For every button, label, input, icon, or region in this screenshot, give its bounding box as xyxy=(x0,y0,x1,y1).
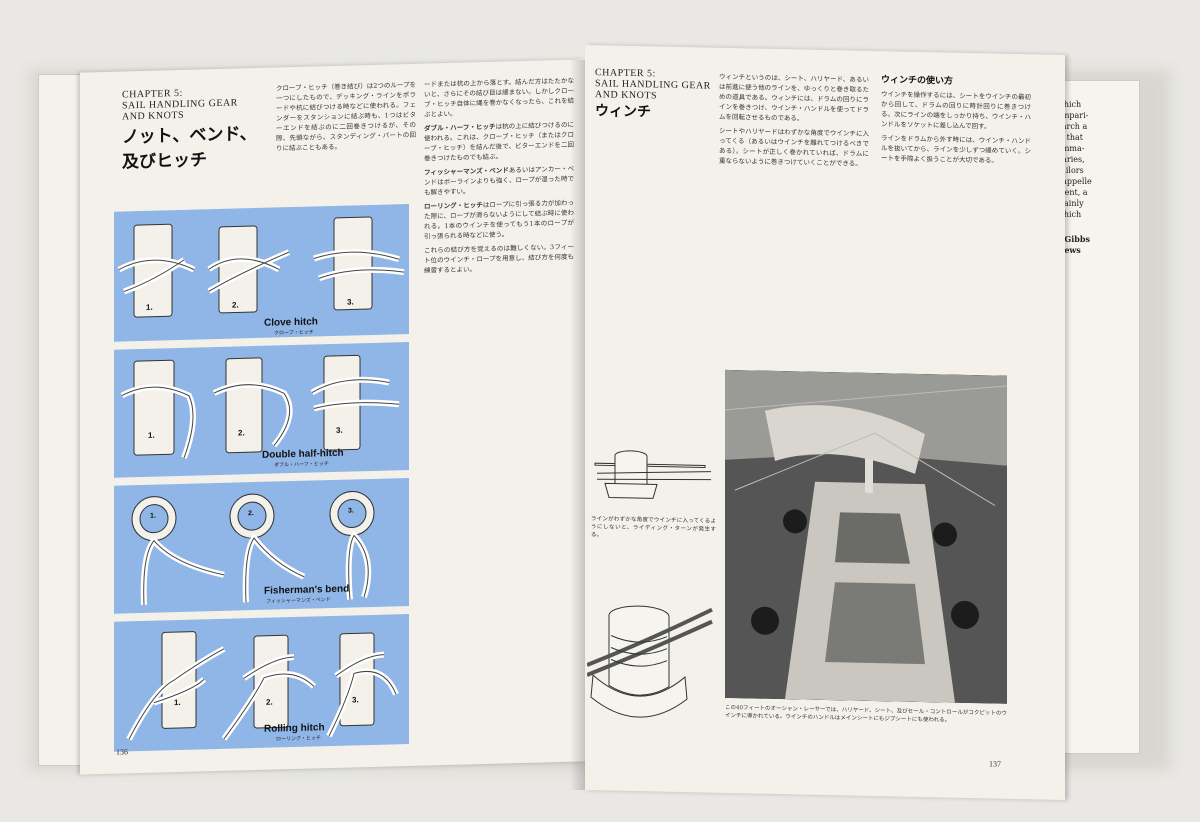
step-label-3: 3. xyxy=(336,425,343,435)
section-heading: ウィンチの使い方 xyxy=(881,75,954,87)
knot-caption-jp: ダブル・ハーフ・ヒッチ xyxy=(274,461,329,469)
step-label-3: 3. xyxy=(352,695,359,705)
underlying-book-text: which ompari- earch a & that omma- ilari… xyxy=(1057,100,1092,255)
step-label-1: 1. xyxy=(148,430,155,440)
body-column-1: クローブ・ヒッチ（巻き結び）は2つのループを一つにしたもので、デッキング・ライン… xyxy=(276,80,416,153)
winch-diagram xyxy=(587,450,713,718)
knot-panel-clove-hitch: 1. 2. 3. Clove hitch クローブ・ヒッチ xyxy=(114,203,409,342)
rolling-hitch-illustration xyxy=(126,631,399,741)
page-title: ノット、ベンド、及びヒッチ xyxy=(122,123,257,173)
step-label-2: 2. xyxy=(232,300,239,310)
knot-panel-rolling-hitch: 1. 2. 3. Rolling hitch ローリング・ヒッチ xyxy=(114,613,409,752)
step-label-3: 3. xyxy=(347,297,354,307)
knot-caption-jp: ローリング・ヒッチ xyxy=(276,735,322,743)
chapter-heading: CHAPTER 5: SAIL HANDLING GEAR AND KNOTS … xyxy=(595,67,715,123)
right-page: CHAPTER 5: SAIL HANDLING GEAR AND KNOTS … xyxy=(585,44,1065,801)
step-label-1: 1. xyxy=(174,697,181,708)
knot-caption: Double half-hitch xyxy=(262,447,344,461)
body-column-2: ードまたは杭の上から落とす。結んだ方はたたかないと、さらにその結び目は緩まない。… xyxy=(424,76,575,275)
step-label-2: 2. xyxy=(248,510,254,518)
page-number-left: 136 xyxy=(116,747,128,757)
cockpit-photo xyxy=(725,369,1007,704)
knot-panel-fishermans-bend: 1. 2. 3. Fisherman's bend フィッシャーマンズ・ベンド xyxy=(114,477,409,614)
knot-caption: Clove hitch xyxy=(264,316,318,329)
clove-hitch-illustration xyxy=(117,216,405,318)
double-half-hitch-illustration xyxy=(120,354,400,459)
page-title: ウィンチ xyxy=(595,103,651,121)
chapter-heading: CHAPTER 5: SAIL HANDLING GEAR AND KNOTS … xyxy=(122,86,272,173)
step-label-1: 1. xyxy=(146,302,153,312)
underlying-book-right: which ompari- earch a & that omma- ilari… xyxy=(1050,80,1140,754)
step-label-2: 2. xyxy=(266,697,273,707)
step-label-2: 2. xyxy=(238,428,245,438)
body-column-2: ウィンチの使い方 ウインチを操作するには、シートをウインチの最初から回して、ドラ… xyxy=(881,75,1031,165)
step-label-3: 3. xyxy=(348,507,354,515)
knot-caption-jp: クローブ・ヒッチ xyxy=(274,329,314,337)
left-page: CHAPTER 5: SAIL HANDLING GEAR AND KNOTS … xyxy=(80,59,585,775)
body-column-1: ウィンチというのは、シート、ハリヤード、あるいは前進に使う他のラインを、ゆっくり… xyxy=(719,72,869,168)
page-number-right: 137 xyxy=(989,759,1001,769)
diagram-caption: ラインがわずかな角度でウインチに入ってくるようにしないと、ライディング・ターンが… xyxy=(591,516,716,539)
knot-caption: Fisherman's bend xyxy=(264,583,350,597)
sailboat-cockpit-image xyxy=(725,369,1007,704)
fishermans-bend-illustration xyxy=(131,490,375,606)
knot-panel-double-half-hitch: 1. 2. 3. Double half-hitch ダブル・ハーフ・ヒッチ xyxy=(114,341,409,478)
knot-caption: Rolling hitch xyxy=(264,722,325,735)
photo-caption: この40フィートのオーシャン・レーサーでは、ハリヤード、シート、及びセール・コン… xyxy=(725,704,1007,724)
step-label-1: 1. xyxy=(150,512,156,520)
